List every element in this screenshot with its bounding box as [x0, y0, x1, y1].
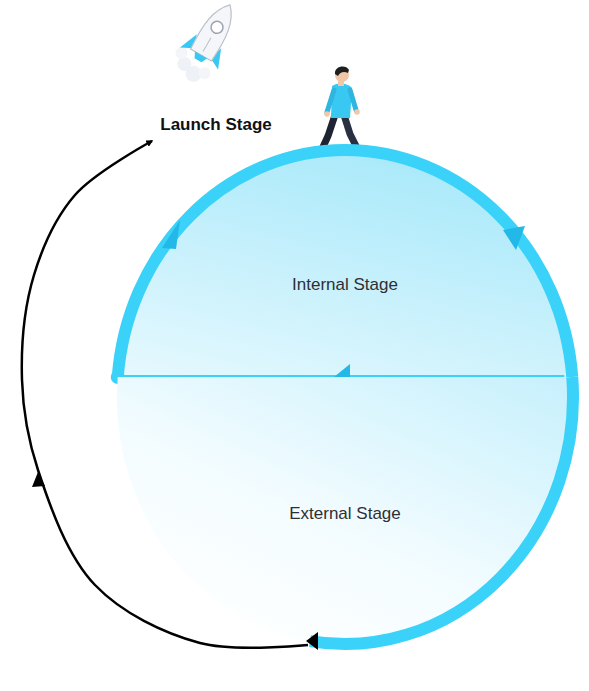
- cycle-arc: [118, 150, 573, 377]
- direction-arrowhead: [162, 220, 180, 249]
- stage-name: Internal Stage: [292, 274, 398, 296]
- stage-name: External Stage: [289, 503, 401, 525]
- direction-arrowhead: [503, 226, 525, 250]
- direction-arrowhead: [306, 632, 318, 650]
- person-illustration: [318, 67, 365, 153]
- internal-stage-region-shape: [117, 150, 573, 377]
- region-fill: [118, 150, 573, 377]
- launch-stage-label: Launch Stage: [156, 111, 276, 139]
- internal-stage-region: Internal Stage: [117, 150, 573, 377]
- external-stage-region: External Stage: [117, 377, 573, 645]
- stage-name: Launch Stage: [160, 114, 271, 136]
- direction-arrowhead: [32, 472, 45, 487]
- region-fill: [117, 377, 573, 644]
- rocket-illustration: [166, 0, 249, 90]
